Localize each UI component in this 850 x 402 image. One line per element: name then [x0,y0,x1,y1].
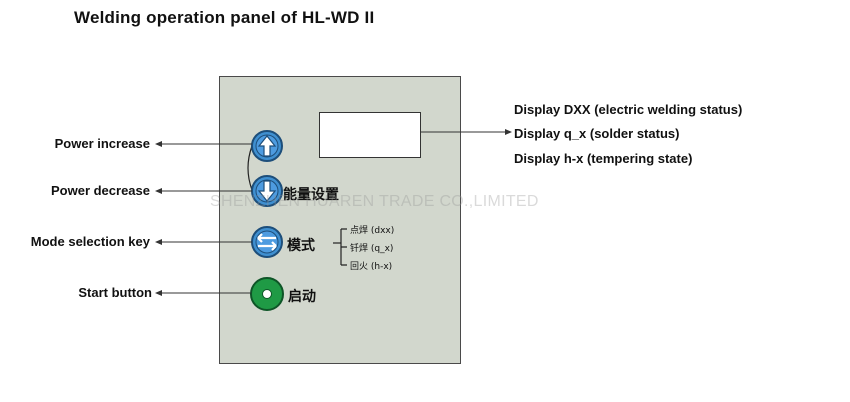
label-mode-selection: Mode selection key [30,234,150,249]
mode-selection-button[interactable] [251,226,283,258]
label-display-qx: Display q_x (solder status) [514,126,680,141]
arrow-down-icon [257,180,277,202]
label-display-hx: Display h-x (tempering state) [514,151,693,166]
callout-display-arrow [421,129,512,135]
start-circle-icon [262,289,272,299]
watermark-text: SHENZHEN HUAREN TRADE CO.,LIMITED [210,193,539,210]
mode-option-dxx: 点焊 (dxx) [350,226,395,236]
start-button[interactable] [250,277,284,311]
callout-mode-arrow [155,239,252,245]
start-label: 启动 [288,289,316,305]
label-display-dxx: Display DXX (electric welding status) [514,102,743,117]
energy-setting-label: 能量设置 [283,187,339,203]
callout-power-increase-arrow [155,141,252,147]
mode-option-hx: 回火 (h-x) [350,262,393,272]
lcd-display [319,112,421,158]
callout-power-decrease-arrow [155,188,252,194]
mode-options-bracket [333,228,347,266]
mode-label: 模式 [287,238,315,254]
label-power-decrease: Power decrease [50,183,150,198]
mode-option-qx: 钎焊 (q_x) [350,244,394,254]
label-start-button: Start button [78,285,152,300]
callout-start-arrow [155,290,251,296]
label-power-increase: Power increase [54,136,150,151]
power-increase-button[interactable] [251,130,283,162]
up-down-connector [247,145,253,191]
power-decrease-button[interactable] [251,175,283,207]
swap-arrows-icon [257,233,277,251]
diagram-title: Welding operation panel of HL-WD II [74,8,375,27]
arrow-up-icon [257,135,277,157]
